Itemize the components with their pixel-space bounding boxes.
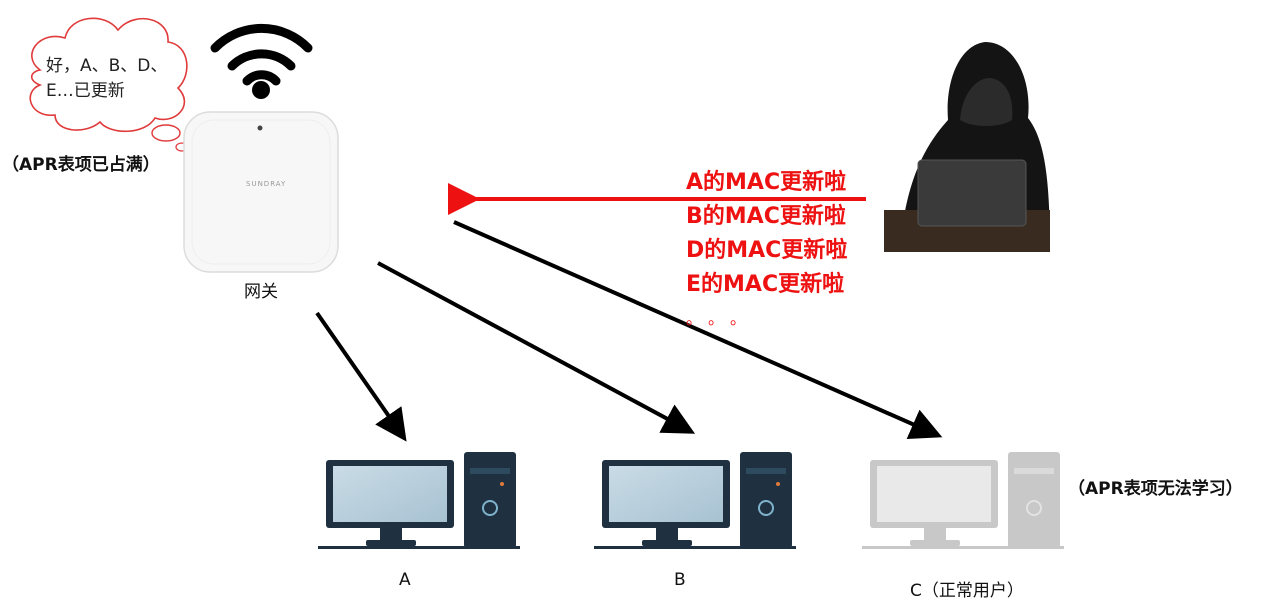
host-b-label: B <box>674 570 686 590</box>
thought-cloud <box>29 17 189 152</box>
gateway-brand: SUNDRAY <box>246 180 287 188</box>
arrow-to-host-a <box>315 311 407 442</box>
spoof-message-a: A的MAC更新啦 <box>686 170 847 195</box>
cloud-text: 好，A、B、D、 E…已更新 <box>46 54 186 104</box>
host-c-note: （APR表项无法学习） <box>1068 479 1243 499</box>
computer-a-icon <box>318 452 520 549</box>
spoof-message-d: D的MAC更新啦 <box>686 238 848 263</box>
gateway-note: （APR表项已占满） <box>2 155 160 175</box>
cloud-text-line1: 好，A、B、D、 <box>46 56 168 76</box>
gateway-device-icon <box>183 111 339 273</box>
cloud-text-line2: E…已更新 <box>46 81 125 101</box>
spoof-ellipsis: 。。。 <box>686 309 761 328</box>
wifi-icon <box>210 23 313 99</box>
computer-b-icon <box>594 452 796 549</box>
host-a-label: A <box>399 570 411 590</box>
spoof-messages: A的MAC更新啦 B的MAC更新啦 D的MAC更新啦 E的MAC更新啦 。。。 <box>686 166 847 336</box>
host-c-label: C（正常用户） <box>910 581 1024 601</box>
gateway-label: 网关 <box>244 282 278 302</box>
arrow-to-host-c <box>453 220 943 439</box>
computer-c-icon <box>862 452 1064 549</box>
arrow-to-host-b <box>377 261 696 434</box>
spoof-message-e: E的MAC更新啦 <box>686 272 845 297</box>
spoof-message-b: B的MAC更新啦 <box>686 204 846 229</box>
hacker-icon <box>884 40 1050 252</box>
